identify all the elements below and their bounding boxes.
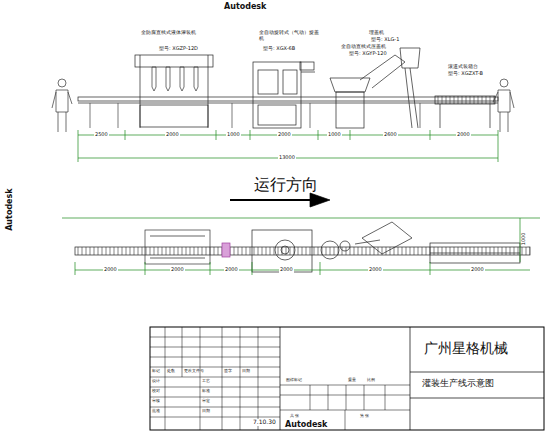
dimension: 1000 <box>226 132 241 138</box>
machine-name: 全防腐直线式液体灌装机 <box>140 30 214 36</box>
dimension: 2000 <box>165 132 180 138</box>
table-cell: 设计 <box>152 379 160 384</box>
table-cell: 标记 <box>152 369 160 374</box>
dimension: 1000 <box>327 132 342 138</box>
machine-name: 全自动直线式压盖机 <box>340 44 387 50</box>
dimension: 2000 <box>279 267 294 273</box>
dimension: 2000 <box>170 267 185 273</box>
model-number: 型号: XGZP-12D <box>158 46 199 52</box>
dimension: 2000 <box>470 267 485 273</box>
machine-name: 全自动旋转式（气动）旋盖机 <box>258 30 322 42</box>
dimension: 2000 <box>368 267 383 273</box>
watermark: Autodesk <box>224 2 266 11</box>
table-cell: 审定 <box>202 399 210 404</box>
dimension: 13000 <box>278 155 296 161</box>
table-cell: 图样标记 <box>286 378 302 383</box>
model-number: 型号: XLG-1 <box>370 37 400 43</box>
table-cell: 共 张 <box>290 414 299 419</box>
watermark: Autodesk <box>5 188 14 230</box>
table-cell: 日期 <box>202 409 210 414</box>
table-cell: 批准 <box>152 409 160 414</box>
dimension: 2500 <box>94 132 109 138</box>
table-cell: 校对 <box>152 389 160 394</box>
table-cell: 重量 <box>348 378 356 383</box>
table-cell: 比例 <box>367 378 375 383</box>
machine-name: 滚道式装箱台 <box>447 64 479 70</box>
table-cell: 更改文件号 <box>184 369 204 374</box>
direction-text: 运行方向 <box>254 176 318 194</box>
dimension: 2000 <box>456 132 471 138</box>
date-text: 7.10.30 <box>252 419 277 426</box>
dimension: 2000 <box>277 132 292 138</box>
dimension: 1000 <box>521 232 527 247</box>
table-cell: 审核 <box>152 399 160 404</box>
model-number: 型号: XGYP-120 <box>348 51 388 57</box>
watermark: Autodesk <box>284 420 328 429</box>
model-number: 型号: XGX-6B <box>262 46 296 52</box>
dimension: 2600 <box>383 132 398 138</box>
table-cell: 处数 <box>167 369 175 374</box>
table-cell: 标准 <box>202 389 210 394</box>
table-cell: 第 张 <box>360 414 369 419</box>
table-cell: 签字 <box>224 369 232 374</box>
table-cell: 日期 <box>242 369 250 374</box>
model-number: 型号: XGZXT-B <box>447 71 484 77</box>
machine-name: 理盖机 <box>368 30 385 36</box>
dimension: 2000 <box>224 267 239 273</box>
company-name: 广州星格机械 <box>424 340 508 356</box>
drawing-title: 灌装生产线示意图 <box>422 378 494 388</box>
dimension: 2000 <box>103 267 118 273</box>
table-cell: 工艺 <box>202 379 210 384</box>
